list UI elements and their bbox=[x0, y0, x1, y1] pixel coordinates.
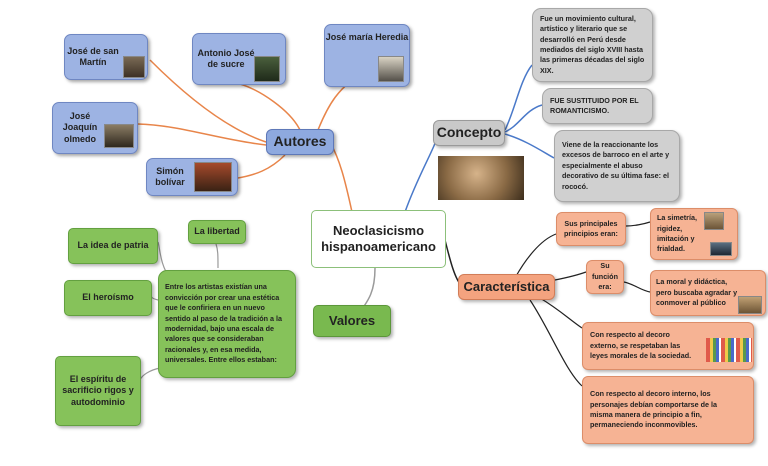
valores-branch[interactable]: Valores bbox=[313, 305, 391, 337]
autores-label: Autores bbox=[273, 133, 327, 150]
valores-description-text: Entre los artistas existían una convicci… bbox=[165, 282, 283, 365]
caracteristica-detail[interactable]: Con respecto al decoro interno, los pers… bbox=[582, 376, 754, 444]
autor-label: José de san Martín bbox=[67, 45, 119, 67]
caracteristica-text: Con respecto al decoro externo, se respe… bbox=[590, 330, 692, 361]
autor-label: Simón bolívar bbox=[155, 165, 185, 187]
valor-label: La libertad bbox=[194, 226, 240, 237]
concepto-note[interactable]: Viene de la reaccionante los excesos de … bbox=[554, 130, 680, 202]
valores-description[interactable]: Entre los artistas existían una convicci… bbox=[158, 270, 296, 378]
autor-label: José Joaquín olmedo bbox=[62, 111, 98, 144]
valor-node[interactable]: La libertad bbox=[188, 220, 246, 244]
valor-node[interactable]: El espíritu de sacrificio rigos y autodo… bbox=[55, 356, 141, 426]
people-image bbox=[706, 338, 752, 362]
center-topic-label: Neoclasicismo hispanoamericano bbox=[321, 222, 436, 254]
autor-label: José maría Heredia bbox=[325, 32, 409, 42]
portrait-image bbox=[254, 56, 280, 82]
valores-label: Valores bbox=[328, 312, 376, 328]
concepto-text: FUE SUSTITUIDO POR EL ROMANTICISMO. bbox=[550, 95, 639, 115]
concepto-label: Concepto bbox=[436, 124, 502, 141]
caracteristica-text: Sus principales principios eran: bbox=[564, 218, 618, 238]
valor-node[interactable]: El heroísmo bbox=[64, 280, 152, 316]
center-topic[interactable]: Neoclasicismo hispanoamericano bbox=[311, 210, 446, 268]
caracteristica-detail[interactable]: Con respecto al decoro externo, se respe… bbox=[582, 322, 754, 370]
portrait-image bbox=[378, 56, 404, 82]
valor-label: El heroísmo bbox=[82, 292, 134, 303]
autor-label: Antonio José de sucre bbox=[197, 47, 255, 69]
artwork-image bbox=[710, 242, 732, 256]
autores-branch[interactable]: Autores bbox=[266, 129, 334, 155]
caracteristica-label: Característica bbox=[463, 278, 550, 294]
valor-label: La idea de patria bbox=[77, 240, 149, 251]
sculpture-image bbox=[438, 156, 524, 200]
portrait-image bbox=[123, 56, 145, 78]
artwork-image bbox=[738, 296, 762, 314]
caracteristica-text: La simetría, rigidez, imitación y friald… bbox=[657, 213, 697, 254]
valor-node[interactable]: La idea de patria bbox=[68, 228, 158, 264]
caracteristica-branch[interactable]: Característica bbox=[458, 274, 555, 300]
concepto-branch[interactable]: Concepto bbox=[433, 120, 505, 146]
caracteristica-sub[interactable]: Sus principales principios eran: bbox=[556, 212, 626, 246]
portrait-image bbox=[194, 162, 232, 192]
valor-label: El espíritu de sacrificio rigos y autodo… bbox=[62, 374, 134, 407]
caracteristica-text: La moral y didáctica, pero buscaba agrad… bbox=[656, 277, 738, 308]
concepto-note[interactable]: FUE SUSTITUIDO POR EL ROMANTICISMO. bbox=[542, 88, 653, 124]
caracteristica-text: Con respecto al decoro interno, los pers… bbox=[590, 389, 718, 430]
portrait-image bbox=[104, 124, 134, 148]
concepto-note[interactable]: Fue un movimiento cultural, artístico y … bbox=[532, 8, 653, 82]
caracteristica-sub[interactable]: Su función era: bbox=[586, 260, 624, 294]
concepto-text: Viene de la reaccionante los excesos de … bbox=[562, 139, 670, 191]
artwork-image bbox=[704, 212, 724, 230]
caracteristica-text: Su función era: bbox=[592, 261, 618, 292]
concepto-text: Fue un movimiento cultural, artístico y … bbox=[540, 13, 645, 75]
